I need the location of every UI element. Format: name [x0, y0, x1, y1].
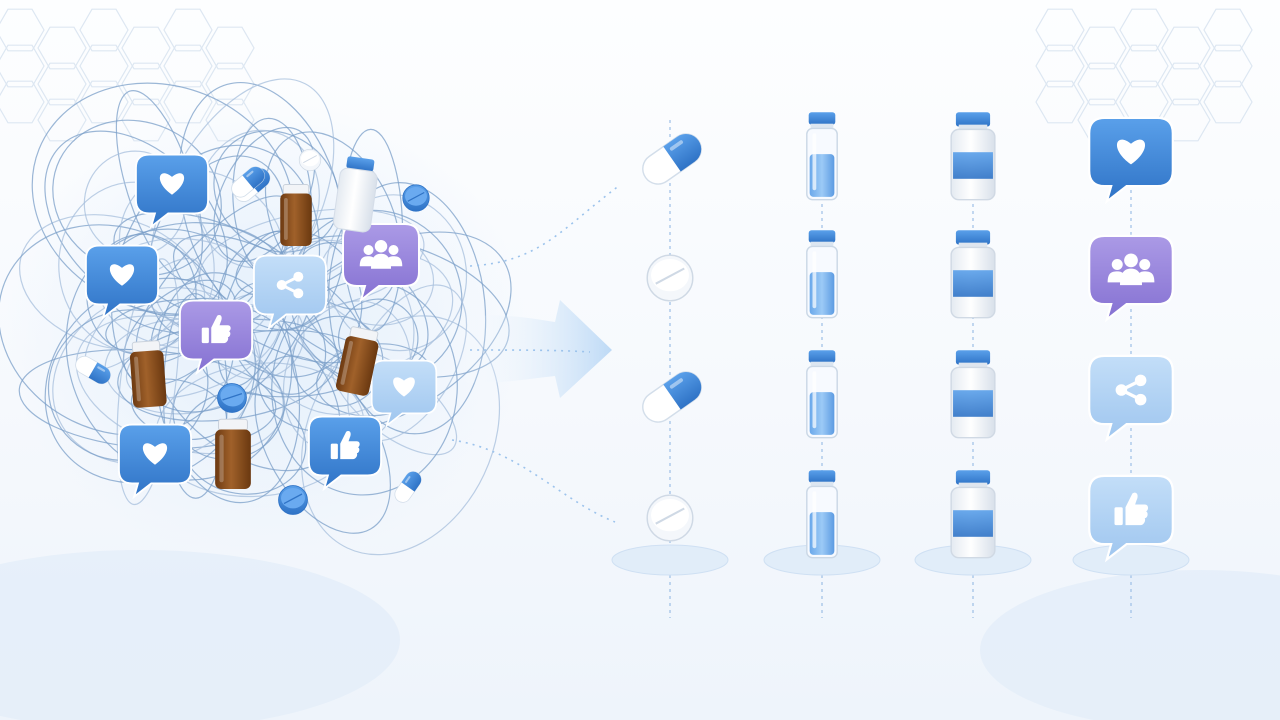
white-bottle	[332, 156, 378, 233]
vial	[806, 112, 838, 201]
column-base	[1072, 544, 1190, 576]
column-reactions	[1072, 116, 1190, 618]
capsule	[642, 133, 702, 185]
share-icon	[276, 271, 304, 299]
amber-bottle	[280, 184, 312, 246]
capsule	[394, 471, 422, 503]
share-icon	[1115, 374, 1147, 406]
heart-icon	[159, 173, 185, 195]
capsule	[231, 166, 265, 198]
pill-bottle	[950, 350, 996, 439]
vial	[806, 230, 838, 319]
dotted-connectors	[451, 184, 621, 523]
tablet	[646, 254, 694, 302]
speech-bubble	[84, 244, 160, 321]
cloud-shape	[0, 550, 400, 720]
speech-bubble	[117, 423, 193, 500]
tablet	[402, 184, 430, 212]
speech-bubble	[1088, 234, 1174, 323]
column-base	[611, 544, 729, 576]
thumbs-up-icon	[1114, 492, 1149, 526]
tablet	[646, 494, 694, 542]
thumbs-up-icon	[201, 314, 231, 344]
speech-bubble	[134, 153, 210, 230]
column-bottles	[914, 112, 1032, 618]
speech-bubble	[178, 299, 254, 376]
organized-columns	[611, 112, 1190, 618]
speech-bubble	[307, 415, 383, 492]
speech-bubble	[342, 223, 420, 303]
capsule	[642, 371, 702, 423]
tablet	[298, 148, 322, 172]
group-icon	[1107, 253, 1155, 286]
capsule	[75, 355, 111, 385]
speech-bubble	[1088, 116, 1174, 205]
speech-bubble	[252, 254, 328, 331]
heart-icon	[1116, 139, 1146, 165]
tablet	[278, 485, 308, 515]
pill-bottle	[950, 230, 996, 319]
group-icon	[359, 240, 403, 269]
heart-icon	[393, 377, 415, 397]
column-pills	[611, 120, 729, 618]
pill-bottle	[950, 112, 996, 201]
speech-bubble	[1088, 354, 1174, 443]
tangled-cluster	[0, 78, 512, 556]
amber-bottle	[129, 340, 167, 408]
tablet	[217, 383, 247, 413]
speech-bubble	[1088, 474, 1174, 563]
flow-arrow	[451, 184, 621, 523]
cloud-shape	[980, 570, 1280, 720]
pill-bottle	[950, 470, 996, 559]
vial	[806, 350, 838, 439]
vial	[806, 470, 838, 559]
amber-bottle	[215, 418, 251, 489]
thumbs-up-icon	[330, 430, 360, 460]
heart-icon	[142, 443, 168, 465]
amber-bottle	[335, 326, 379, 396]
heart-icon	[109, 264, 135, 286]
arrow-right-icon	[455, 300, 612, 398]
column-vials	[763, 112, 881, 618]
